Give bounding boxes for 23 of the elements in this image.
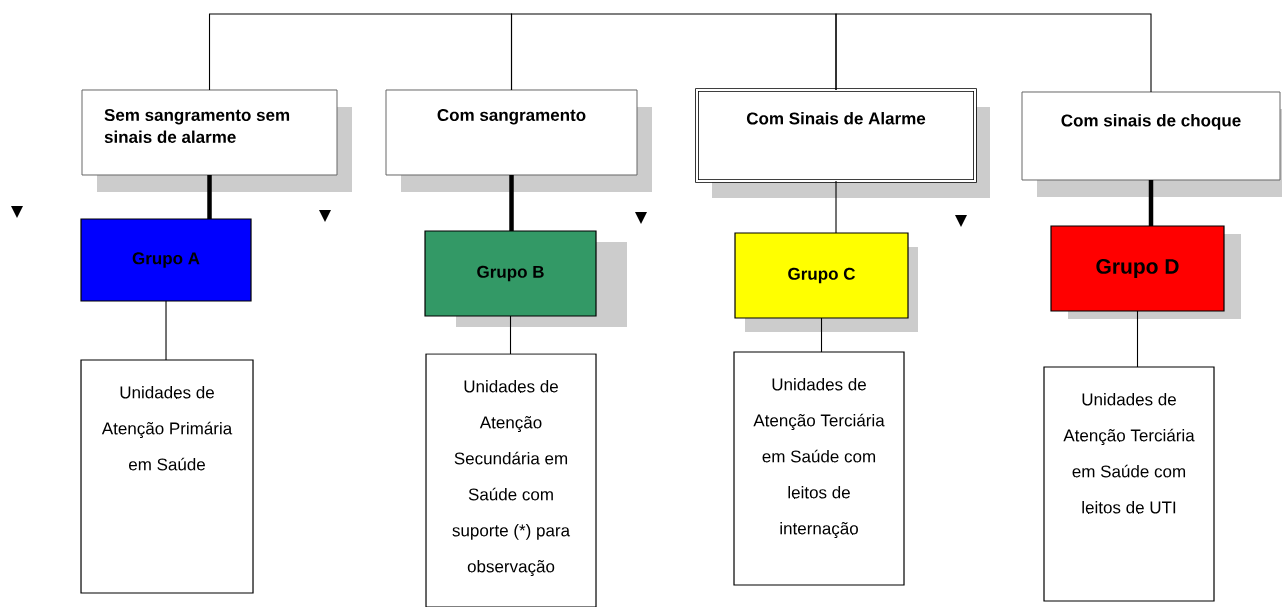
category-box: Com sinais de choque: [1021, 91, 1281, 181]
description-box: Unidades de Atenção Terciária em Saúde com leitos de internação: [733, 351, 905, 586]
connector-line: [207, 175, 212, 219]
connector-line: [1136, 310, 1139, 368]
group-box: Grupo C: [734, 232, 909, 319]
connector-line: [820, 317, 823, 353]
description-box: Unidades de Atenção Secundária em Saúde com suporte (*) para observação: [425, 353, 597, 607]
group-box: Grupo A: [80, 218, 252, 302]
category-box: Sem sangramento sem sinais de alarme: [81, 89, 338, 176]
connector-line: [509, 315, 512, 355]
category-box: Com Sinais de Alarme: [695, 88, 977, 183]
connector-line: [510, 13, 837, 91]
category-box: Com sangramento: [385, 89, 638, 176]
connector-line: [835, 13, 1152, 93]
group-box: Grupo D: [1050, 225, 1225, 312]
connector-line: [835, 180, 837, 234]
connector-line: [208, 13, 513, 91]
group-box: Grupo B: [424, 230, 597, 317]
description-box: Unidades de Atenção Primária em Saúde: [80, 359, 254, 594]
connector-line: [509, 175, 514, 231]
connector-line: [1148, 180, 1154, 226]
description-box: Unidades de Atenção Terciária em Saúde com leitos de UTI: [1043, 366, 1215, 602]
connector-line: [165, 300, 167, 361]
